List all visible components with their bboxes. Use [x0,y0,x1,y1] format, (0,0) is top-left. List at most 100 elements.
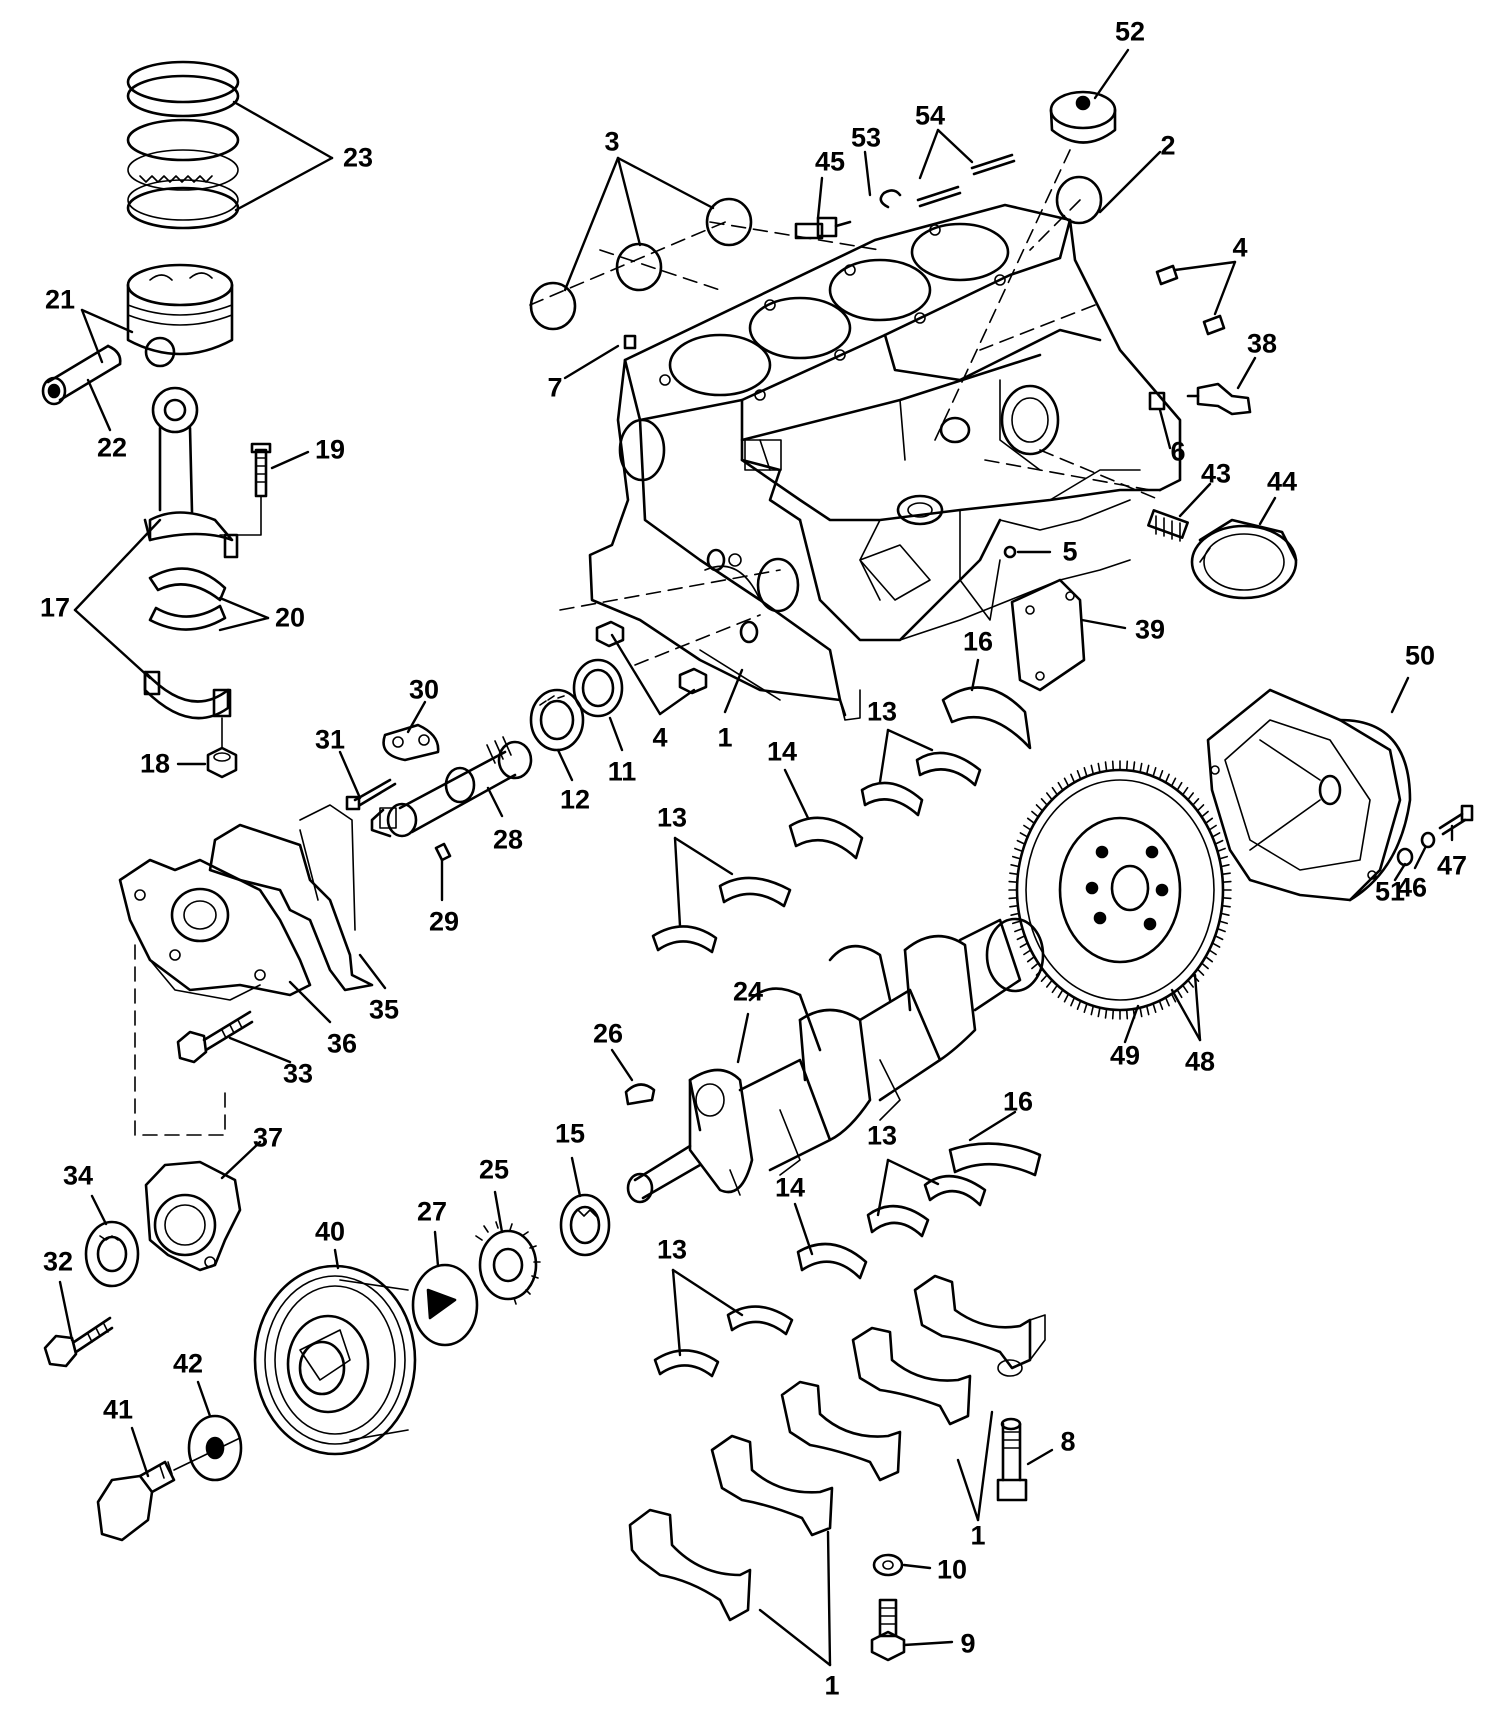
ring-gear-tooth [1016,935,1026,941]
ring-gear-tooth [1139,1006,1143,1018]
ring-gear-tooth [1208,824,1217,831]
ring-gear-tooth [1070,773,1076,784]
crank-key [624,1083,656,1106]
ring-gear-tooth [1040,797,1048,806]
callout-13-lower-right: 13 [866,1120,898,1151]
cap-washer [872,1553,904,1577]
callout-44: 44 [1266,466,1298,497]
ring-gear-tooth [1204,955,1214,963]
ring-gear-tooth [1014,847,1024,853]
ring-gear-tooth [1026,955,1036,963]
callout-26: 26 [592,1018,624,1049]
ring-gear-tooth [1016,839,1026,845]
ring-gear-tooth [1063,777,1070,787]
oil-pressure-switch [1186,382,1252,416]
ring-gear-tooth [1218,855,1228,860]
ring-gear-tooth [1170,993,1177,1003]
assembly-centerlines [134,149,1161,1136]
callout-40: 40 [314,1216,346,1247]
callout-54: 54 [914,100,946,131]
callout-43: 43 [1200,458,1232,489]
housing-stud [1438,804,1474,836]
ring-gear-tooth [1023,824,1032,831]
ring-gear-tooth [1097,762,1101,774]
thrust-plate [382,723,440,762]
plugs [623,264,1226,411]
ring-gear-tooth [1204,817,1214,825]
ring-gear-tooth [1046,979,1053,988]
callout-24: 24 [732,976,764,1007]
callout-41: 41 [102,1394,134,1425]
callout-18: 18 [139,748,171,779]
ring-gear-tooth [1011,855,1022,860]
ring-gear-tooth [1057,781,1064,792]
callout-25: 25 [478,1154,510,1185]
ring-gear-tooth [1008,880,1019,884]
ring-gear-tooth [1083,1002,1088,1014]
ring-gear-tooth [1031,962,1040,970]
callout-45: 45 [814,146,846,177]
rod-bolt [219,442,272,536]
callout-46: 46 [1396,872,1428,903]
ring-gear-tooth [1046,792,1053,801]
crankshaft [626,917,1045,1204]
callout-3: 3 [604,126,620,157]
ring-gear-tooth [1104,761,1108,772]
cylinder-block [588,203,1182,721]
ring-gear-tooth [1009,872,1019,876]
ring-gear-tooth [1196,968,1205,976]
dowel-pins [916,153,1016,208]
ring-gear-tooth [1222,880,1232,884]
callout-14-upper: 14 [766,736,798,767]
ring-gear-tooth [1216,927,1226,933]
callout-7: 7 [547,372,563,403]
ring-gear-tooth [1218,920,1228,925]
connecting-rod [143,386,239,559]
callout-13-lower-left: 13 [656,1234,688,1265]
ring-gear-tooth [1164,773,1170,784]
callout-28: 28 [492,824,524,855]
pulley-bolt [96,1437,241,1542]
callout-50: 50 [1404,640,1436,671]
callout-1-block: 1 [717,722,733,753]
callout-17: 17 [39,592,71,623]
callout-51: 51 [1374,876,1406,907]
callout-5: 5 [1062,536,1078,567]
callout-30: 30 [408,674,440,705]
ring-gear-tooth [1051,786,1059,796]
ring-gear-tooth [1220,912,1230,917]
ring-gear-tooth [1019,832,1029,838]
cover-plate [1010,578,1086,692]
callout-38: 38 [1246,328,1278,359]
camshaft [370,736,533,838]
ring-gear-tooth [1035,968,1044,976]
ring-gear-tooth [1090,1005,1095,1016]
callout-39: 39 [1134,614,1166,645]
ring-gear-tooth [1222,896,1232,900]
crank-pulley [253,1264,417,1456]
breather-cap [1049,90,1117,144]
leader-lines [58,48,1454,1667]
ring-gear-tooth [1076,1000,1082,1011]
ring-gear-tooth [1200,810,1209,818]
cap-stud [870,1598,906,1662]
ring-gear-tooth [1014,927,1024,933]
callout-48: 48 [1184,1046,1216,1077]
callout-15: 15 [554,1118,586,1149]
ring-gear-tooth [1023,949,1032,956]
callout-19: 19 [314,434,346,465]
pulley-washer [187,1414,243,1482]
housing-nut [1420,831,1436,849]
ring-gear-tooth [1097,1006,1101,1018]
rod-cap [143,670,232,720]
callout-11: 11 [607,756,637,787]
ring-gear-tooth [1145,764,1150,775]
ring-gear-tooth [1181,786,1189,796]
ring-gear-tooth [1076,769,1082,780]
callout-12: 12 [559,784,591,815]
seal-housing-bolt [43,1316,114,1368]
ring-gear-tooth [1040,974,1048,983]
ring-gear-tooth [1211,942,1221,948]
callout-37: 37 [252,1122,284,1153]
